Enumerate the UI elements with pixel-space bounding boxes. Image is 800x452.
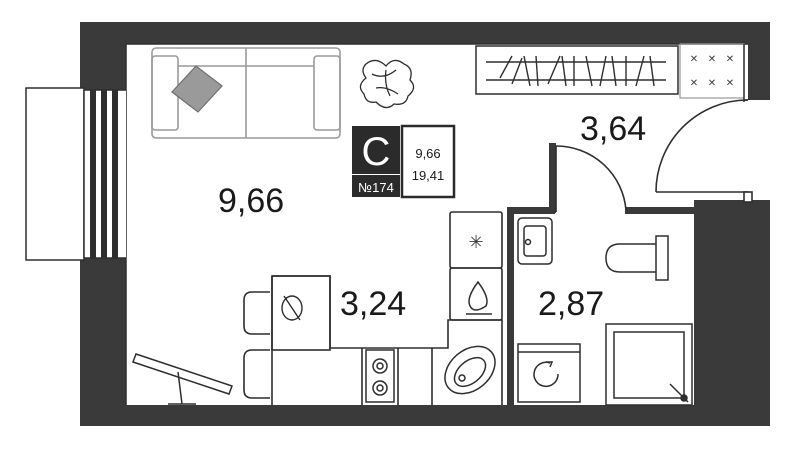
door-swing-bath-icon bbox=[555, 145, 627, 212]
wardrobe-icon bbox=[475, 45, 679, 95]
plant-icon bbox=[359, 59, 415, 109]
table-icon bbox=[271, 275, 331, 351]
washing-machine-icon bbox=[517, 343, 581, 403]
svg-text:✕: ✕ bbox=[690, 78, 698, 89]
wall-right-lower bbox=[694, 200, 770, 426]
badge-number: №174 bbox=[358, 180, 394, 195]
svg-text:✳: ✳ bbox=[468, 232, 483, 253]
room-area-kitchen: 3,24 bbox=[340, 285, 406, 323]
wall-bath-left bbox=[507, 212, 514, 405]
svg-text:✕: ✕ bbox=[708, 54, 716, 65]
wall-top bbox=[80, 22, 770, 44]
shower-icon bbox=[605, 323, 693, 406]
chair-icon bbox=[243, 291, 270, 399]
wall-bath-top-b bbox=[625, 207, 695, 214]
ironing-board-icon bbox=[132, 353, 233, 405]
badge-area-box bbox=[400, 124, 456, 199]
wall-bottom bbox=[80, 405, 770, 426]
room-area-bathroom: 2,87 bbox=[538, 285, 604, 323]
wall-left-upper bbox=[80, 22, 126, 90]
window-icon bbox=[25, 87, 126, 261]
apartment-badge: С №174 9,66 19,41 bbox=[352, 124, 456, 199]
inner-outlines bbox=[125, 43, 748, 405]
room-area-living: 9,66 bbox=[218, 182, 284, 220]
svg-text:✕: ✕ bbox=[726, 54, 734, 65]
bath-sink-icon bbox=[517, 217, 553, 265]
shelf-icon: ✕ ✕ ✕ ✕ ✕ ✕ bbox=[679, 43, 745, 99]
hangers bbox=[499, 55, 655, 87]
wall-hall-stub bbox=[549, 143, 556, 213]
sink-icon bbox=[444, 345, 496, 395]
wall-bath-top-a bbox=[507, 207, 555, 214]
water-drop-icon bbox=[466, 280, 492, 315]
fridge-icon: ✳ bbox=[468, 232, 483, 253]
badge-type-letter: С bbox=[362, 130, 391, 174]
badge-living-area: 9,66 bbox=[415, 146, 440, 161]
badge-number-box bbox=[352, 175, 400, 197]
svg-text:✕: ✕ bbox=[726, 78, 734, 89]
wall-right-upper bbox=[748, 22, 770, 100]
plate-icon bbox=[281, 295, 303, 321]
svg-text:✕: ✕ bbox=[690, 54, 698, 65]
pillow-icon bbox=[171, 65, 223, 113]
badge-total-area: 19,41 bbox=[412, 168, 445, 183]
walls bbox=[80, 22, 770, 426]
badge-type-box bbox=[352, 126, 400, 174]
sofa-icon bbox=[151, 47, 341, 139]
balcony-frame bbox=[25, 87, 85, 261]
door-swing-icon bbox=[655, 99, 753, 203]
svg-text:✕: ✕ bbox=[708, 78, 716, 89]
stove-icon bbox=[365, 349, 395, 403]
room-area-hallway: 3,64 bbox=[580, 110, 646, 148]
toilet-icon bbox=[605, 235, 669, 281]
wall-left-lower bbox=[80, 258, 126, 426]
